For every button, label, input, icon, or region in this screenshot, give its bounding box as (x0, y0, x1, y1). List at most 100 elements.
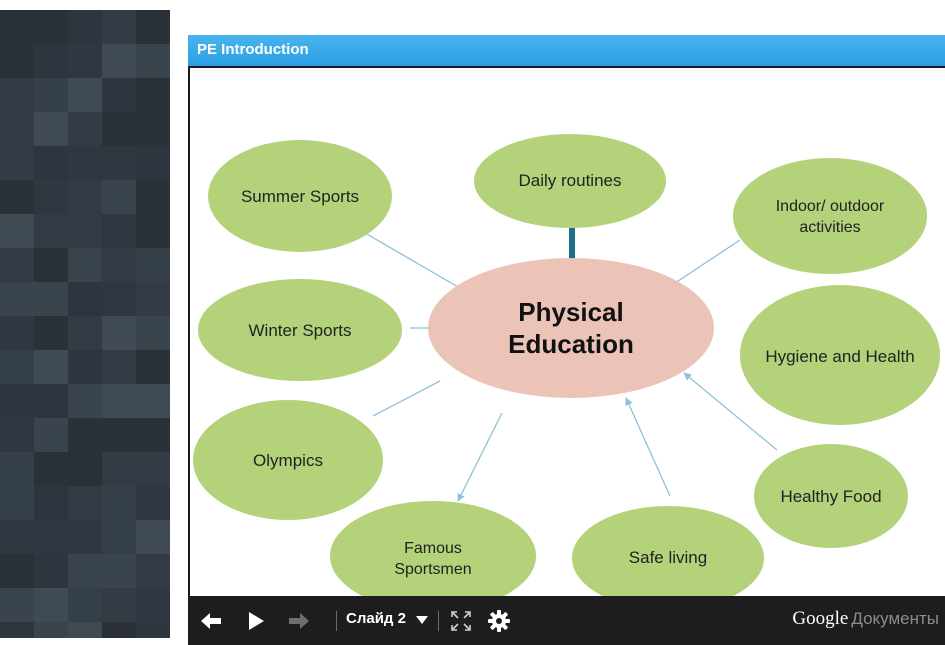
mosaic-tile (68, 350, 102, 384)
connector-line (457, 412, 503, 502)
mosaic-tile (136, 214, 170, 248)
svg-text:Safe living: Safe living (629, 548, 707, 567)
connector-line (683, 372, 778, 451)
mosaic-tile (136, 486, 170, 520)
bubble-hygiene-health: Hygiene and Health (740, 285, 940, 425)
mosaic-tile (34, 452, 68, 486)
bubble-label: Sportsmen (394, 561, 471, 578)
mosaic-tile (34, 10, 68, 44)
mosaic-tile (102, 452, 136, 486)
svg-text:Famous: Famous (404, 540, 462, 557)
mosaic-tile (136, 112, 170, 146)
mosaic-tile (136, 418, 170, 452)
mosaic-tile (0, 10, 34, 44)
mosaic-tile (68, 112, 102, 146)
mosaic-tile (0, 248, 34, 282)
mosaic-tile (68, 180, 102, 214)
bubble-label: Olympics (253, 451, 323, 470)
bubble-indoor-outdoor: Indoor/ outdoor activities (733, 158, 927, 274)
arrow-left-icon (201, 612, 221, 629)
mosaic-tile (0, 588, 34, 622)
play-button[interactable] (242, 596, 270, 645)
mosaic-tile (34, 554, 68, 588)
slide-canvas: Summer Sports Daily routines Indoor/ out… (188, 68, 945, 596)
next-slide-button[interactable] (284, 596, 314, 645)
mosaic-tile (102, 588, 136, 622)
mosaic-tile (136, 282, 170, 316)
bubble-winter-sports: Winter Sports (198, 279, 402, 381)
presentation-title[interactable]: PE Introduction (197, 41, 309, 58)
previous-slide-button[interactable] (196, 596, 226, 645)
mosaic-tile (0, 520, 34, 554)
mosaic-tile (34, 316, 68, 350)
mosaic-tile (102, 418, 136, 452)
fullscreen-button[interactable] (446, 596, 476, 645)
mosaic-tile (68, 554, 102, 588)
svg-text:Summer Sports: Summer Sports (241, 187, 359, 206)
mosaic-tile (102, 316, 136, 350)
chevron-down-icon (416, 616, 428, 624)
mosaic-tile (68, 384, 102, 418)
mosaic-tile (0, 622, 34, 638)
mosaic-tile (68, 44, 102, 78)
svg-text:Physical: Physical (518, 297, 624, 327)
mosaic-tile (136, 10, 170, 44)
mosaic-tile (68, 146, 102, 180)
mosaic-tile (102, 554, 136, 588)
bubble-label: Famous (404, 540, 462, 557)
mosaic-tile (68, 588, 102, 622)
mosaic-tile (102, 384, 136, 418)
fullscreen-icon (451, 610, 471, 631)
gear-icon (488, 609, 510, 632)
mosaic-tile (68, 214, 102, 248)
mosaic-tile (0, 316, 34, 350)
mosaic-tile (136, 384, 170, 418)
mosaic-tile (136, 316, 170, 350)
mosaic-tile (34, 44, 68, 78)
bubble-healthy-food: Healthy Food (754, 444, 908, 548)
mosaic-tile (34, 78, 68, 112)
mosaic-tile (34, 180, 68, 214)
mosaic-tile (136, 78, 170, 112)
mosaic-tile (34, 486, 68, 520)
separator (438, 611, 439, 631)
mind-map-diagram: Summer Sports Daily routines Indoor/ out… (193, 134, 940, 596)
mosaic-tile (34, 622, 68, 638)
mosaic-tile (102, 78, 136, 112)
mosaic-tile (136, 180, 170, 214)
mosaic-tile (102, 44, 136, 78)
mosaic-tile (0, 554, 34, 588)
mosaic-tile (34, 282, 68, 316)
bubble-label: Healthy Food (780, 487, 881, 506)
bubble-label: Safe living (629, 548, 707, 567)
mosaic-tile (68, 282, 102, 316)
mosaic-tile (68, 10, 102, 44)
play-icon (249, 611, 264, 630)
mosaic-tile (0, 214, 34, 248)
svg-text:Education: Education (508, 329, 634, 359)
mosaic-tile (0, 384, 34, 418)
svg-text:Olympics: Olympics (253, 451, 323, 470)
mosaic-tile (102, 282, 136, 316)
svg-text:Hygiene and Health: Hygiene and Health (765, 347, 914, 366)
mosaic-tile (34, 112, 68, 146)
google-logo-text: Google (792, 608, 849, 629)
bubble-label: Indoor/ outdoor (776, 198, 885, 215)
mosaic-tile (68, 622, 102, 638)
mosaic-tile (102, 486, 136, 520)
bubble-label: Summer Sports (241, 187, 359, 206)
mosaic-tile (0, 418, 34, 452)
mosaic-tile (136, 452, 170, 486)
mosaic-tile (0, 78, 34, 112)
center-topic-label: Education (508, 329, 634, 359)
mosaic-tile (102, 520, 136, 554)
mosaic-tile (136, 350, 170, 384)
mosaic-tile (136, 44, 170, 78)
connector-line (625, 397, 671, 497)
center-topic: Physical Education (428, 258, 714, 398)
settings-button[interactable] (484, 596, 514, 645)
mosaic-tile (34, 384, 68, 418)
mosaic-tile (34, 248, 68, 282)
separator (336, 611, 337, 631)
